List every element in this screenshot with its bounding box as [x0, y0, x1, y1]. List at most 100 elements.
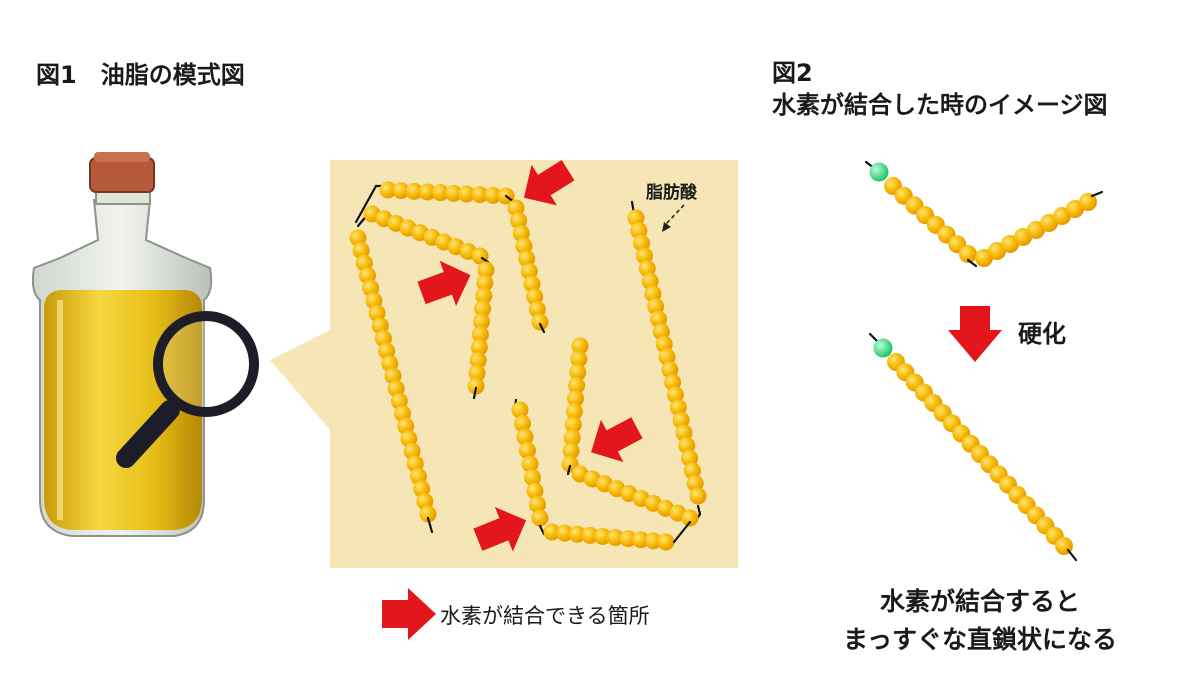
bond-line: [354, 184, 378, 224]
bead: [627, 209, 645, 227]
bead: [689, 487, 707, 505]
bead: [644, 532, 662, 550]
figure2-subtitle: 水素が結合した時のイメージ図: [772, 91, 1108, 119]
bead: [516, 428, 534, 446]
bead: [635, 247, 653, 265]
bead: [581, 526, 599, 544]
bead: [619, 530, 637, 548]
hydrogen-atom-icon: [873, 338, 893, 358]
red-arrow-icon: [591, 417, 643, 463]
bead: [418, 183, 436, 201]
bead: [630, 222, 648, 240]
bead: [529, 496, 546, 513]
fatty-acid-label: 脂肪酸: [646, 183, 697, 203]
red-arrow-icon: [523, 160, 575, 206]
hydrogen-atom-icon: [869, 162, 889, 182]
bond-line: [672, 520, 692, 544]
magnifier-icon: [116, 311, 259, 468]
bead: [562, 442, 580, 460]
bead: [565, 403, 583, 421]
oil-bottle-icon: [31, 152, 213, 537]
bond-line: [696, 504, 702, 516]
bead: [633, 234, 651, 252]
bead: [379, 181, 397, 199]
bead: [681, 509, 699, 527]
bead: [570, 350, 588, 368]
bead: [563, 429, 581, 447]
bead: [471, 186, 489, 204]
bead: [681, 449, 699, 467]
bead: [556, 524, 574, 542]
fatty-acid-chains: [349, 181, 707, 551]
bead: [571, 337, 589, 355]
bond-line: [868, 332, 880, 344]
bond-line: [538, 524, 546, 536]
bead: [632, 531, 650, 549]
bead: [526, 482, 544, 500]
bead: [568, 525, 586, 543]
bead: [484, 186, 502, 204]
bead: [392, 182, 410, 200]
bead: [469, 351, 487, 369]
figure2-title: 図2: [772, 59, 813, 87]
bead: [661, 361, 679, 379]
bead: [515, 237, 533, 255]
bead: [657, 533, 675, 551]
bead: [638, 260, 656, 278]
bead: [419, 505, 437, 523]
legend-label: 水素が結合できる箇所: [440, 604, 650, 628]
bead: [672, 411, 690, 429]
bond-line: [480, 256, 490, 264]
bond-line: [472, 386, 478, 400]
bead: [468, 364, 486, 382]
hardening-label: 硬化: [1018, 320, 1066, 348]
bead: [606, 529, 624, 547]
bead: [431, 184, 449, 202]
bead: [521, 455, 539, 473]
bead: [669, 399, 687, 417]
bead: [568, 376, 586, 394]
figure1-title: 図1 油脂の模式図: [36, 61, 245, 89]
bead: [467, 377, 485, 395]
bead: [514, 415, 531, 432]
bead: [512, 224, 530, 242]
red-arrow-icon: [473, 506, 527, 552]
bead: [1079, 193, 1097, 211]
bead: [507, 199, 525, 217]
bead: [647, 297, 665, 315]
bond-line: [538, 322, 546, 334]
bead: [458, 185, 476, 203]
red-arrow-icon: [382, 588, 436, 640]
bead: [644, 285, 662, 303]
bead: [475, 287, 493, 305]
bond-line: [426, 516, 434, 534]
bead: [473, 313, 491, 331]
conclusion-line-1: 水素が結合すると: [879, 587, 1080, 616]
bead: [641, 272, 659, 290]
hydrogen-site-arrows: [417, 160, 643, 552]
bead: [594, 527, 612, 545]
bead: [666, 386, 684, 404]
figure2-chains: [864, 160, 1104, 562]
bead: [474, 300, 492, 318]
bond-line: [1090, 190, 1104, 198]
bead: [650, 310, 668, 328]
red-arrow-icon: [417, 260, 471, 306]
bead: [528, 300, 546, 318]
bead: [652, 323, 670, 341]
bead: [678, 436, 696, 454]
bond-line: [566, 464, 572, 476]
fatty-acid-pointer: [662, 204, 685, 232]
bead: [524, 469, 541, 486]
bead: [675, 424, 693, 442]
bead: [543, 523, 561, 541]
bead: [523, 275, 541, 293]
bead: [567, 389, 585, 407]
bead: [477, 261, 495, 279]
bead: [959, 245, 977, 263]
bead: [405, 182, 423, 200]
callout-wedge: [270, 330, 330, 430]
bead: [518, 250, 536, 268]
bead: [531, 509, 549, 527]
